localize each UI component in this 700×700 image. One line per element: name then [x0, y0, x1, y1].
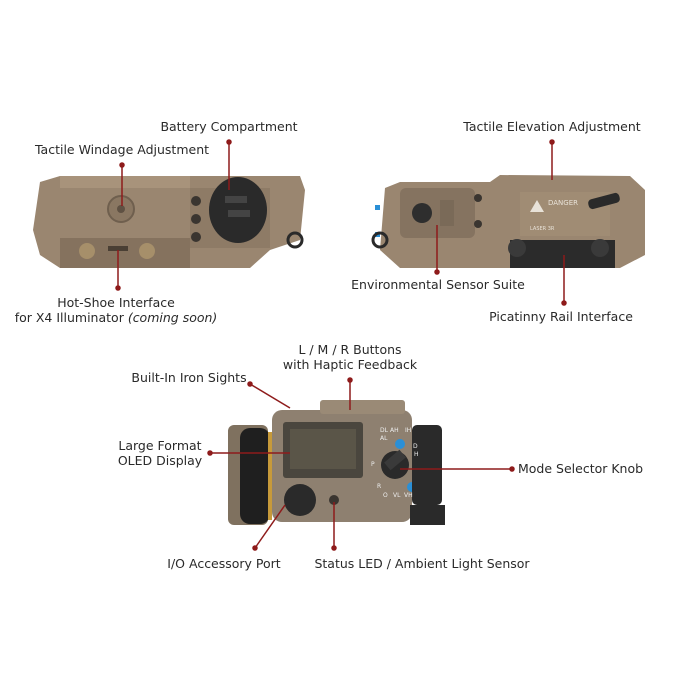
label-oled: Large Format OLED Display: [118, 438, 202, 468]
label-io-port: I/O Accessory Port: [167, 556, 281, 571]
environmental-sensor-panel: [400, 188, 475, 238]
label-hotshoe-note: (coming soon): [127, 310, 218, 325]
label-hotshoe-line1: Hot-Shoe Interface: [57, 295, 175, 310]
status-led: [329, 495, 339, 505]
label-battery-compartment: Battery Compartment: [160, 119, 298, 134]
knob-mode-vh: VH: [404, 492, 413, 499]
leader-io-port: [254, 504, 286, 549]
label-elevation: Tactile Elevation Adjustment: [463, 119, 641, 134]
knob-mode-h: H: [414, 451, 419, 458]
label-buttons: L / M / R Buttons with Haptic Feedback: [283, 342, 417, 372]
label-picatinny: Picatinny Rail Interface: [489, 309, 633, 324]
knob-mode-vl: VL: [393, 492, 401, 499]
io-port-cap: [284, 484, 316, 516]
label-environmental: Environmental Sensor Suite: [351, 277, 525, 292]
eyecup: [240, 428, 270, 524]
device-side-view-left: [33, 176, 305, 268]
label-windage: Tactile Windage Adjustment: [34, 142, 210, 157]
knob-mode-ah: AH: [390, 427, 399, 434]
label-iron-sights: Built-In Iron Sights: [131, 370, 247, 385]
knob-mode-d: D: [413, 443, 418, 450]
label-oled-line1: Large Format: [118, 438, 202, 453]
laser-class-marking: LASER 3R: [530, 226, 555, 232]
leader-lines: [115, 139, 567, 551]
label-mode-knob: Mode Selector Knob: [518, 461, 644, 476]
knob-mode-dl: DL: [380, 427, 389, 434]
label-status-led: Status LED / Ambient Light Sensor: [314, 556, 530, 571]
knob-mode-p: P: [371, 461, 375, 468]
leader-iron-sights: [249, 383, 291, 409]
knob-mode-ih: IH: [405, 427, 411, 434]
hotshoe-screw: [139, 243, 155, 259]
hotshoe-screw: [79, 243, 95, 259]
knob-mode-al: AL: [380, 435, 388, 442]
label-hotshoe-line2: for X4 Illuminator: [14, 310, 124, 325]
label-oled-line2: OLED Display: [117, 453, 203, 468]
label-buttons-line2: with Haptic Feedback: [282, 357, 418, 372]
device-rear-view: [228, 400, 445, 525]
knob-mode-r: R: [377, 483, 381, 490]
label-buttons-line1: L / M / R Buttons: [298, 342, 402, 357]
danger-marking: DANGER: [548, 199, 578, 207]
label-hotshoe: Hot-Shoe Interface for X4 Illuminator (c…: [15, 295, 218, 325]
device-side-view-right: DANGER LASER 3R: [371, 175, 645, 268]
knob-mode-o: O: [383, 492, 388, 499]
